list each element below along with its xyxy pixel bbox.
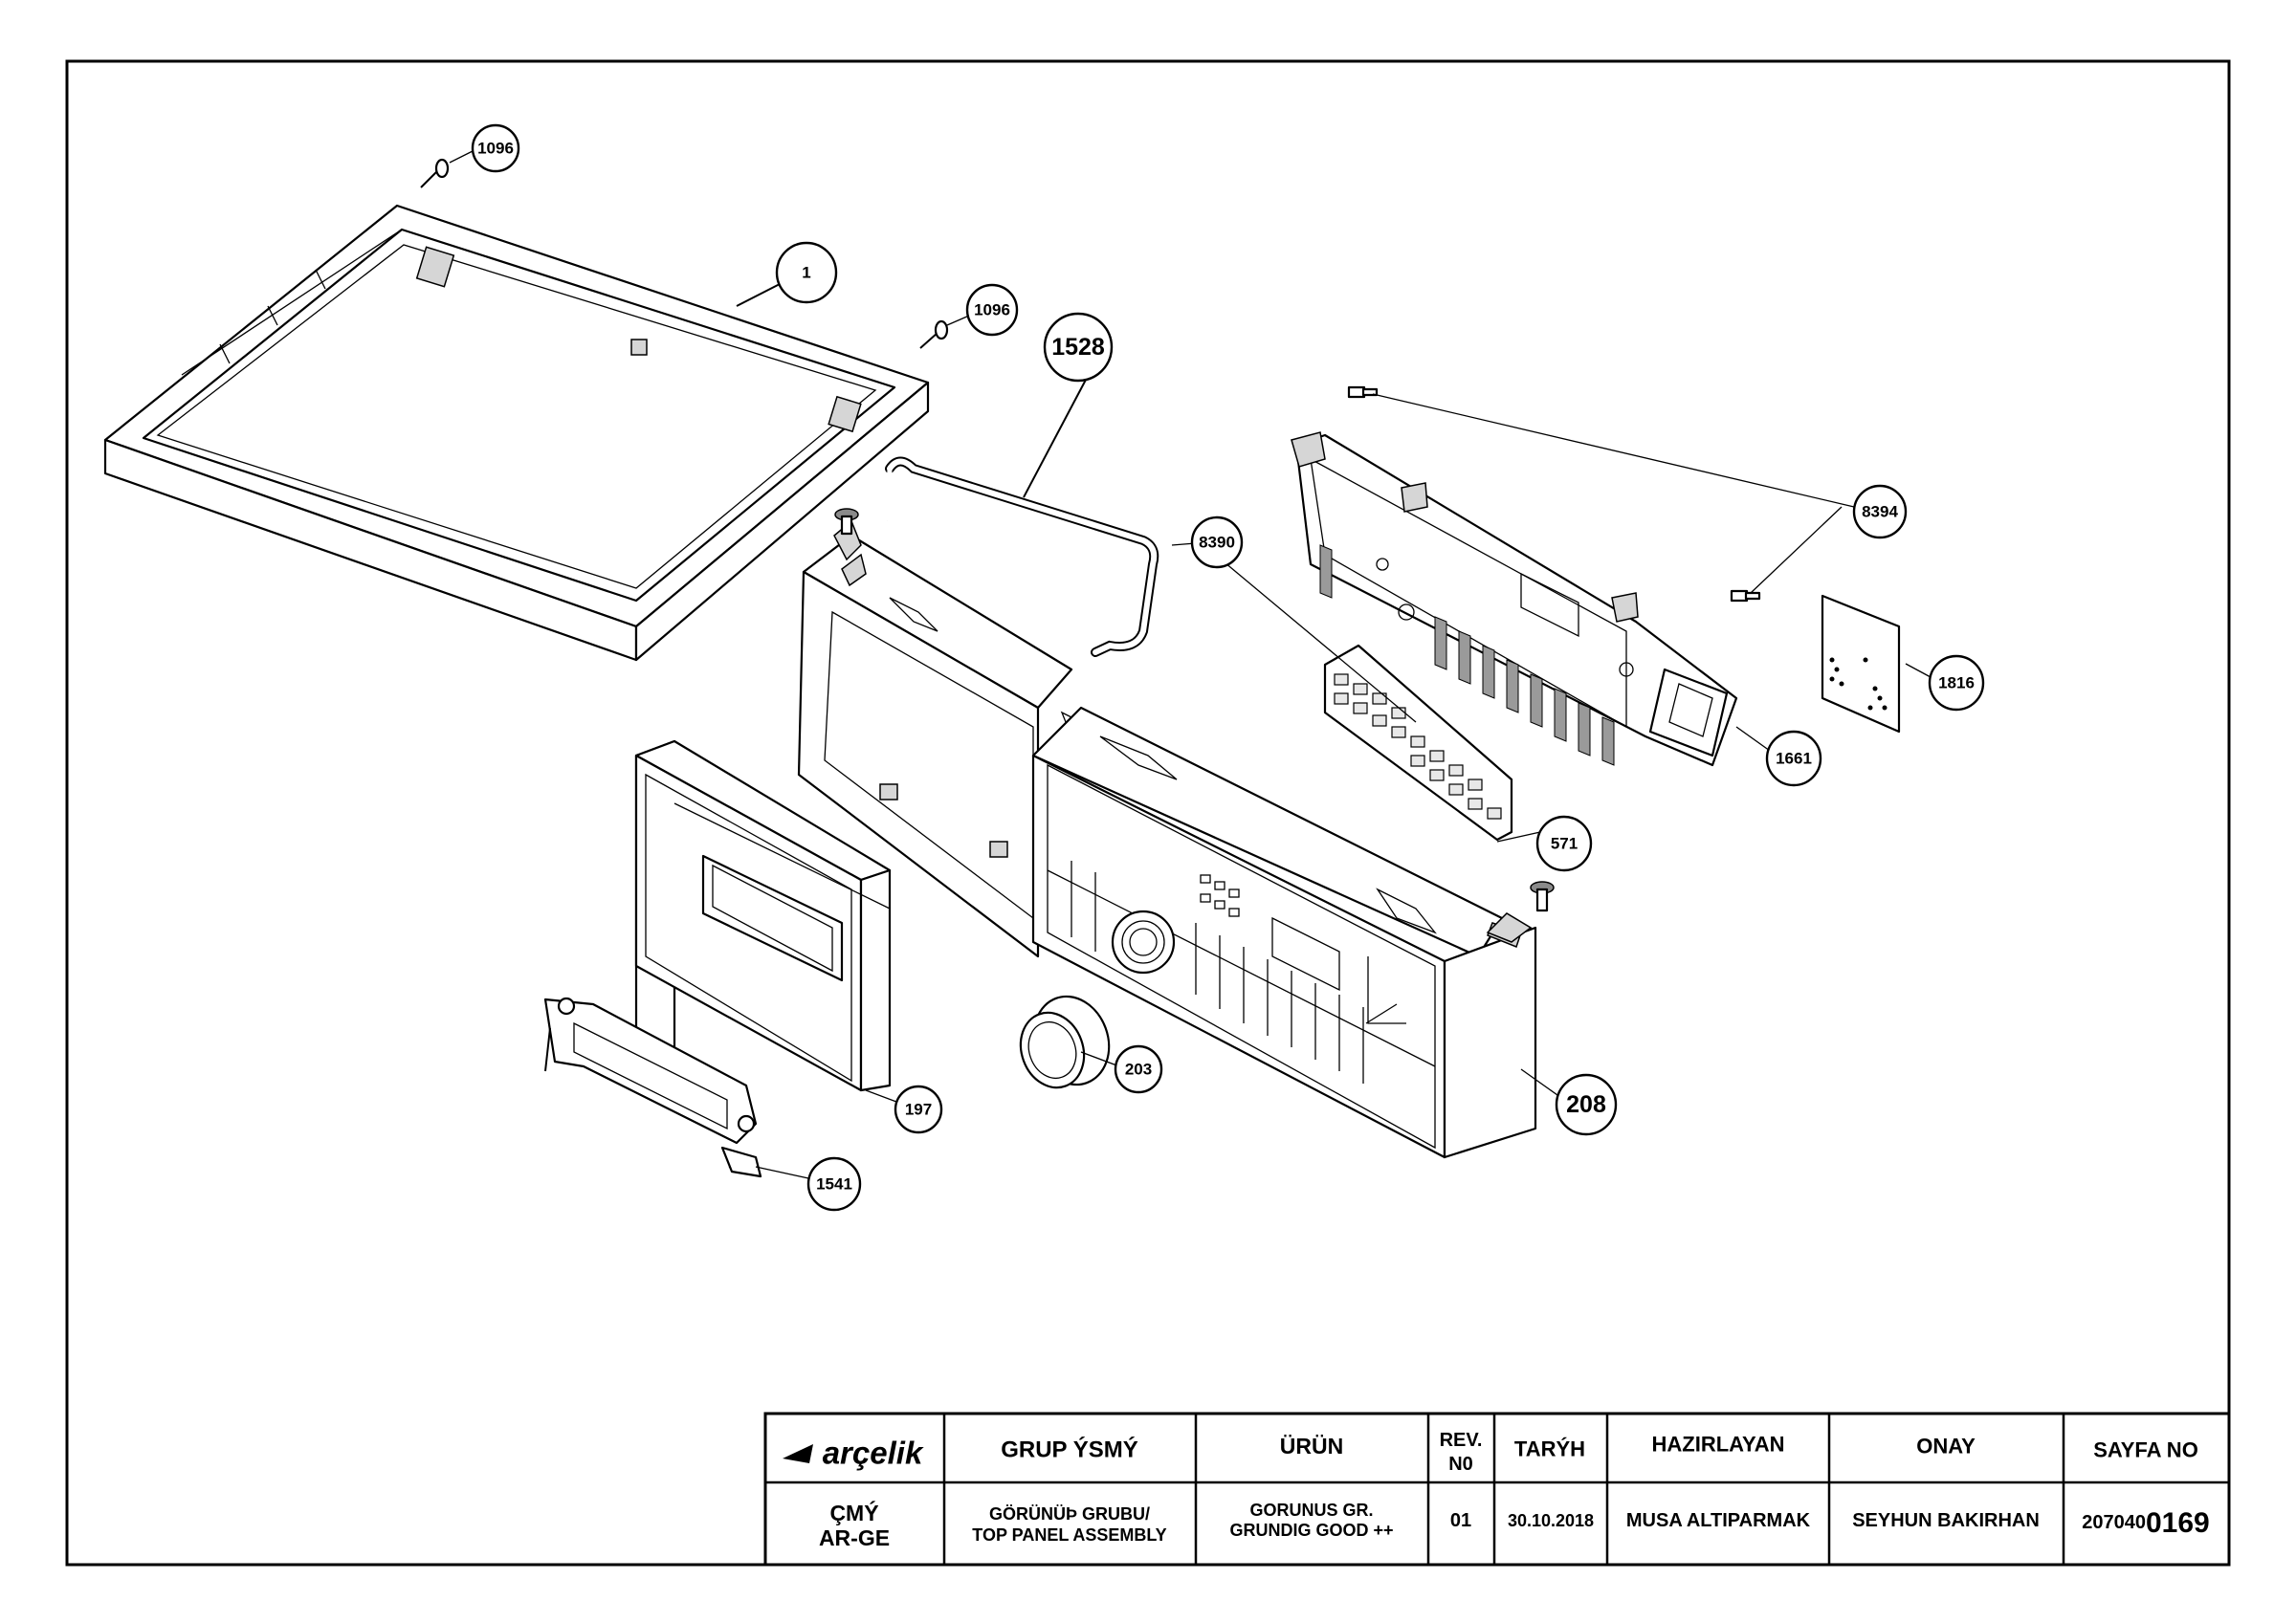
svg-text:203: 203 xyxy=(1125,1061,1152,1079)
page-number: 2070400169 xyxy=(2082,1507,2210,1539)
dept-line1: ÇMÝ xyxy=(829,1500,878,1525)
callout-197: 197 xyxy=(894,1085,943,1134)
dept-line2: AR-GE xyxy=(819,1525,890,1550)
handle-part-1541 xyxy=(543,997,762,1178)
leader-lines xyxy=(449,149,1932,1179)
callout-1816: 1816 xyxy=(1928,654,1985,712)
prepared-by-value: MUSA ALTIPARMAK xyxy=(1626,1510,1811,1531)
arcelik-logo: arçelik xyxy=(783,1436,924,1471)
callout-1096-a: 1096 xyxy=(471,123,520,173)
callout-208: 208 xyxy=(1555,1073,1618,1136)
page-number-suffix: 0169 xyxy=(2146,1507,2210,1539)
screw-8390-a xyxy=(834,508,859,536)
callout-1541: 1541 xyxy=(806,1156,862,1212)
svg-text:208: 208 xyxy=(1566,1091,1606,1118)
svg-text:571: 571 xyxy=(1551,835,1578,853)
callout-571: 571 xyxy=(1535,815,1593,872)
svg-text:1816: 1816 xyxy=(1938,674,1975,692)
screw-8390-b xyxy=(1530,881,1555,912)
svg-text:1661: 1661 xyxy=(1776,750,1812,768)
callout-203: 203 xyxy=(1114,1044,1163,1094)
rod-part-1528 xyxy=(885,456,1159,657)
screw-8394-a xyxy=(1347,385,1379,399)
button-holder-part-571 xyxy=(1323,644,1513,842)
screw-8394-b xyxy=(1730,589,1761,603)
rev-value: 01 xyxy=(1450,1510,1471,1531)
svg-text:arçelik: arçelik xyxy=(823,1436,924,1471)
callout-1096-b: 1096 xyxy=(965,283,1019,337)
group-line1: GÖRÜNÜÞ GRUBU/ xyxy=(989,1504,1150,1524)
svg-text:1: 1 xyxy=(802,264,810,282)
product-line2: GRUNDIG GOOD ++ xyxy=(1229,1521,1393,1540)
callout-8394: 8394 xyxy=(1852,484,1908,539)
knob-part-203 xyxy=(1019,995,1111,1089)
header-group-name: GRUP ÝSMÝ xyxy=(1001,1437,1138,1463)
pcb-board-part-1661 xyxy=(1291,431,1738,767)
header-approval: ONAY xyxy=(1916,1435,1976,1459)
svg-text:1528: 1528 xyxy=(1051,334,1105,361)
svg-text:197: 197 xyxy=(905,1101,932,1119)
drawer-part-197 xyxy=(634,739,892,1092)
top-frame-part xyxy=(103,204,930,662)
header-date: TARÝH xyxy=(1514,1437,1585,1461)
callout-8390: 8390 xyxy=(1190,515,1244,569)
group-line2: TOP PANEL ASSEMBLY xyxy=(972,1525,1166,1545)
date-value: 30.10.2018 xyxy=(1508,1511,1594,1530)
product-line1: GORUNUS GR. xyxy=(1249,1501,1373,1520)
screw-1096-a xyxy=(420,158,450,188)
front-panel-part-208 xyxy=(1031,706,1537,1159)
svg-text:8390: 8390 xyxy=(1199,534,1235,552)
title-block: arçelik GRUP ÝSMÝ ÜRÜN REV. N0 TARÝH HAZ… xyxy=(763,1412,2231,1567)
svg-text:1096: 1096 xyxy=(477,140,514,158)
small-pcb-part-1816 xyxy=(1821,594,1901,734)
header-page-no: SAYFA NO xyxy=(2093,1438,2198,1462)
page-number-prefix: 207040 xyxy=(2082,1512,2146,1533)
header-rev-line2: N0 xyxy=(1448,1454,1473,1475)
header-prepared-by: HAZIRLAYAN xyxy=(1652,1433,1785,1457)
callout-1661: 1661 xyxy=(1765,730,1822,787)
panel-frame-part xyxy=(797,519,1102,958)
svg-text:1541: 1541 xyxy=(816,1175,852,1194)
svg-text:8394: 8394 xyxy=(1862,503,1898,521)
svg-text:1096: 1096 xyxy=(974,301,1010,319)
callout-1528: 1528 xyxy=(1043,312,1114,383)
approval-value: SEYHUN BAKIRHAN xyxy=(1852,1510,2040,1531)
callout-1: 1 xyxy=(775,241,838,304)
screw-1096-b xyxy=(919,319,949,349)
header-rev-line1: REV. xyxy=(1440,1430,1483,1451)
header-product: ÜRÜN xyxy=(1280,1434,1343,1459)
